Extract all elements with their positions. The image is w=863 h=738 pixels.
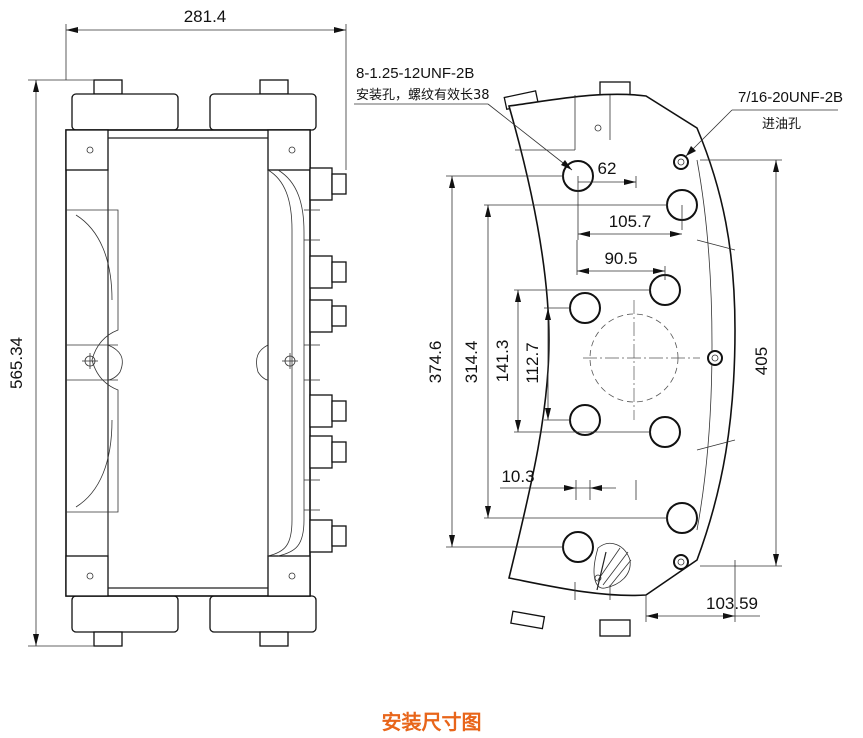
bolt-head-bottom-left — [93, 631, 123, 647]
dim-offset-103: 103.59 — [706, 594, 758, 613]
dim-offset-62: 62 — [598, 159, 617, 178]
side-view: 281.4 565.34 — [7, 7, 347, 647]
front-bottom-bolt — [599, 619, 631, 637]
front-view: 374.6 314.4 141.3 112.7 405 62 — [354, 65, 843, 637]
bolt-head-top-right — [259, 79, 289, 95]
bolt-head-bottom-right — [259, 631, 289, 647]
motor-body-outline — [507, 93, 736, 597]
drawing-caption: 安装尺寸图 — [381, 710, 482, 734]
dim-hole-span-4: 112.7 — [523, 342, 542, 383]
side-bolts — [304, 167, 347, 553]
oil-port-top — [673, 154, 689, 170]
note-mount-thread: 8-1.25-12UNF-2B — [356, 65, 474, 82]
note-oil-desc: 进油孔 — [762, 117, 801, 132]
note-oil-thread: 7/16-20UNF-2B — [738, 89, 843, 106]
note-mount-desc: 安装孔，螺纹有效长38 — [356, 88, 490, 103]
dim-offset-105: 105.7 — [609, 212, 652, 231]
dim-hole-span-3: 141.3 — [493, 340, 512, 383]
dim-hole-span-2: 314.4 — [462, 341, 481, 384]
side-housing — [65, 129, 311, 597]
dim-hole-row-span: 374.6 — [426, 341, 445, 384]
bolt-head-top-left — [93, 79, 123, 95]
side-port — [707, 350, 723, 366]
oil-port-bottom — [673, 554, 689, 570]
dim-overall-height: 565.34 — [7, 337, 26, 389]
dim-offset-10: 10.3 — [501, 467, 534, 486]
dim-overall-width: 281.4 — [184, 7, 227, 26]
dim-offset-90: 90.5 — [604, 249, 637, 268]
dim-total-height: 405 — [752, 347, 771, 375]
